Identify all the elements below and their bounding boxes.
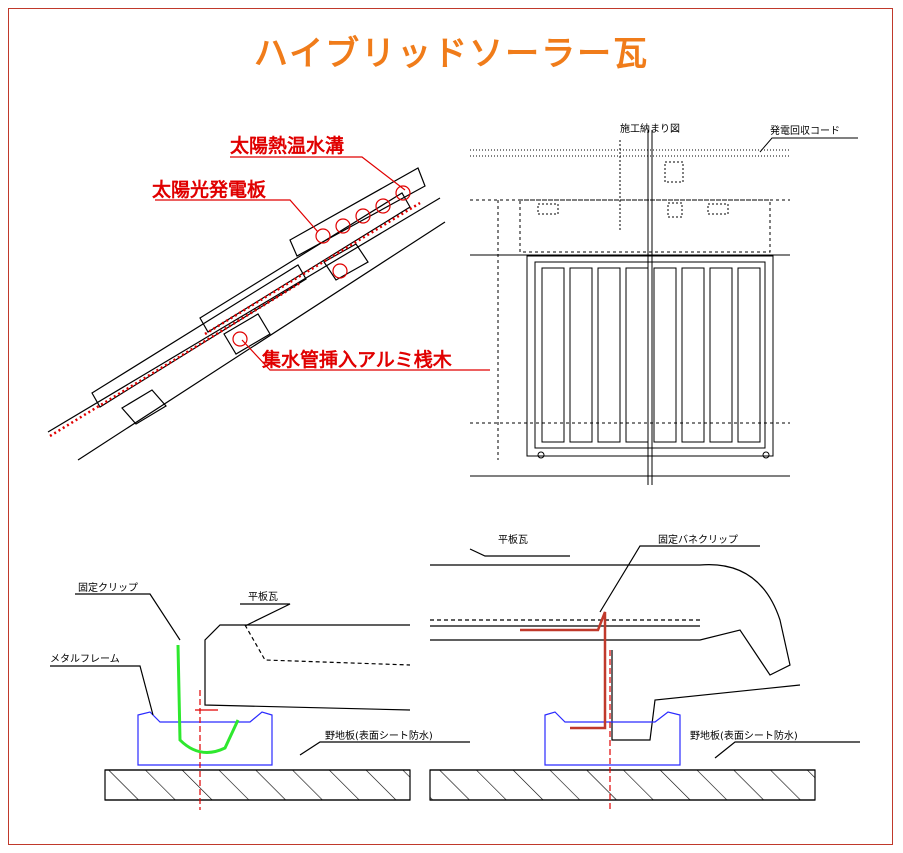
installation-plan-drawing [470, 130, 858, 485]
label-water-channel: 太陽熱温水溝 [230, 134, 344, 157]
pv-cells [541, 267, 761, 443]
label-pv-panel: 太陽光発電板 [152, 178, 267, 201]
page-border [8, 8, 893, 845]
label-frame: メタルフレーム [50, 653, 120, 665]
roof-section-drawing [47, 156, 490, 461]
label-install: 施工納まり図 [620, 122, 680, 135]
spring-clip-section-drawing [429, 545, 860, 810]
page-title: ハイブリッドソーラー瓦 [253, 34, 650, 74]
label-clip: 固定クリップ [78, 581, 138, 594]
label-tile-right: 平板瓦 [498, 533, 528, 546]
label-board-left: 野地板(表面シート防水) [325, 729, 433, 742]
label-tile-left: 平板瓦 [248, 590, 278, 603]
clip-section-drawing [50, 593, 470, 810]
label-cord: 発電回収コード [770, 124, 840, 137]
label-spring-clip: 固定バネクリップ [658, 533, 738, 546]
label-batten: 集水管挿入アルミ桟木 [261, 348, 453, 371]
label-board-right: 野地板(表面シート防水) [690, 729, 798, 742]
